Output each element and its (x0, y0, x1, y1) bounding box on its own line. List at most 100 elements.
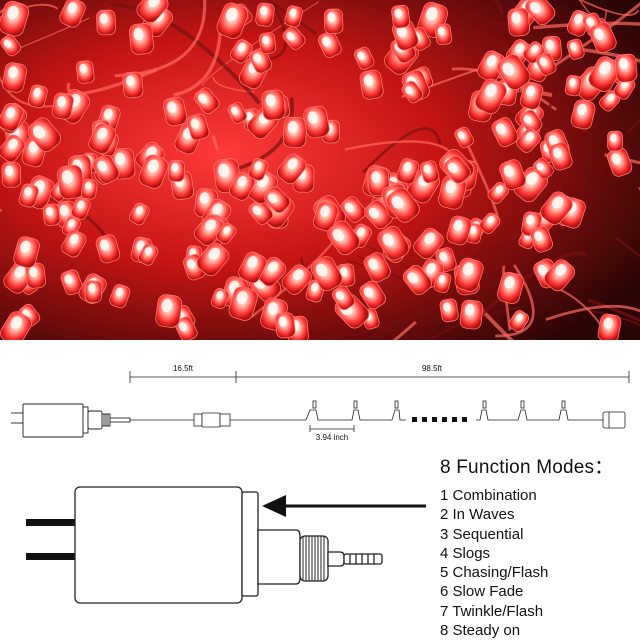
led-bulb (377, 225, 410, 261)
led-bulb (491, 117, 519, 148)
light-string (305, 400, 626, 429)
led-bulb (1, 161, 22, 188)
led-bulb (530, 226, 553, 253)
led-bulb (95, 234, 121, 264)
led-bulb (80, 178, 98, 200)
led-bulb (497, 271, 524, 305)
wire-strand (110, 2, 261, 105)
wire-strand (533, 21, 640, 30)
wire-strand (574, 46, 640, 63)
led-bulb (540, 191, 573, 225)
led-bulb (474, 78, 507, 115)
led-bulb (215, 222, 237, 245)
led-bulb (303, 105, 330, 139)
function-modes-title: 8 Function Modes： (440, 457, 614, 478)
led-bulb (310, 256, 343, 292)
led-bulb (167, 159, 186, 182)
small-adapter-icon (11, 403, 131, 438)
led-bulb (136, 0, 169, 24)
led-bulb (544, 259, 576, 292)
led-bulb (92, 154, 120, 184)
led-bulb (274, 312, 296, 339)
led-bulb (508, 310, 530, 332)
led-bulb (331, 285, 355, 311)
led-bulb (367, 167, 390, 196)
wire-strand (615, 237, 640, 258)
led-bulb (439, 298, 459, 323)
wire-strand (578, 0, 640, 16)
led-bulb (386, 187, 420, 223)
led-bulb (229, 171, 256, 201)
mode-item: 1 Combination (440, 487, 537, 504)
led-bulb (564, 75, 583, 97)
led-bulb (248, 199, 274, 225)
spacing-dimension (309, 425, 355, 432)
led-bulb (323, 8, 344, 34)
led-bulb (51, 92, 74, 120)
led-bulb (614, 53, 638, 83)
led-bulb (284, 5, 303, 28)
led-bulb (446, 215, 472, 246)
led-bulb (238, 251, 267, 284)
led-bulb (519, 81, 544, 110)
led-bulb (138, 154, 169, 189)
mode-item: 8 Steady on (440, 622, 521, 640)
led-bulb (138, 243, 159, 266)
led-bulb (71, 197, 91, 220)
led-bulb (60, 269, 83, 296)
light-length-label: 98.5ft (422, 364, 443, 373)
led-bulb (396, 158, 420, 185)
led-bulb-cluster (0, 0, 638, 340)
led-bulb (163, 96, 188, 127)
led-bulb (0, 103, 24, 132)
wire-strand (362, 127, 442, 174)
led-bulb (18, 183, 39, 208)
wire-strand (83, 0, 110, 14)
led-bulb (76, 60, 95, 84)
mode-item: 5 Chasing/Flash (440, 564, 549, 582)
led-bulb (0, 34, 22, 57)
wire-strand (429, 305, 527, 340)
led-bulb (359, 280, 386, 310)
led-bulb (281, 264, 312, 295)
wire-strand (545, 304, 640, 321)
led-bulb (249, 48, 273, 74)
led-bulb (196, 242, 230, 277)
led-bulb (589, 22, 617, 54)
wire-strand (587, 298, 640, 323)
led-bulb (496, 54, 531, 91)
led-bulb (401, 80, 424, 104)
led-bulb (359, 69, 384, 100)
led-bulb (194, 87, 220, 114)
led-bulb (228, 286, 258, 321)
lead-cable (130, 412, 306, 428)
led-bulb (402, 265, 432, 296)
led-bulb (248, 157, 269, 181)
led-bulb (227, 102, 248, 124)
led-bulb (566, 38, 585, 60)
led-bulb (155, 294, 183, 328)
led-lights-photo (0, 0, 640, 340)
led-bulb (454, 126, 474, 149)
mode-item: 6 Slow Fade (440, 583, 524, 601)
led-bulb (259, 32, 277, 54)
mode-item: 7 Twinkle/Flash (440, 602, 544, 620)
led-bulb (282, 116, 308, 149)
led-bulb (599, 90, 621, 112)
led-bulb (588, 56, 621, 92)
led-bulb (276, 153, 307, 185)
wire-strand (451, 67, 557, 111)
led-bulb (186, 113, 210, 141)
led-bulb (516, 128, 541, 153)
controller-adapter-icon (26, 486, 383, 604)
led-bulb (443, 155, 471, 184)
led-bulb (129, 202, 150, 226)
length-dimension (129, 371, 630, 383)
wire-strand (211, 135, 219, 151)
led-bulb (479, 212, 501, 235)
led-bulb (59, 0, 86, 28)
dimension-diagram: 16.5ft 98.5ft (11, 364, 630, 604)
led-bulb (122, 71, 144, 99)
led-bulb (230, 39, 253, 64)
